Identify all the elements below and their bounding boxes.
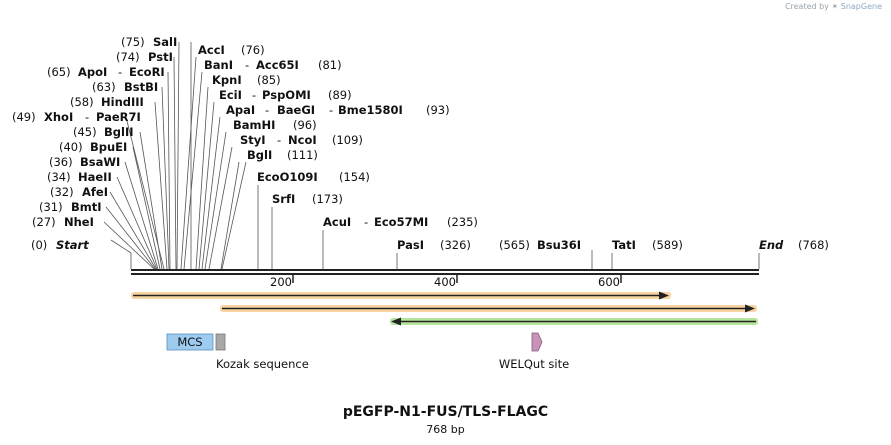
site-pos: (31) xyxy=(39,200,63,214)
site-bamhi[interactable]: BamHI xyxy=(233,118,275,132)
snapgene-logo-icon: ✶ xyxy=(831,2,839,11)
svg-text:-: - xyxy=(118,65,122,79)
site-bglii[interactable]: BglII xyxy=(104,125,134,139)
site-pos: (76) xyxy=(241,43,265,57)
start-pos: (0) xyxy=(31,238,47,252)
svg-text:-: - xyxy=(252,88,256,102)
site-pos: (49) xyxy=(12,110,36,124)
svg-text:-: - xyxy=(277,133,281,147)
sequence-backbone xyxy=(131,269,759,275)
site-acui[interactable]: AcuI xyxy=(323,215,351,229)
site-pos: (565) xyxy=(499,238,530,252)
credit-brand: SnapGene xyxy=(840,2,882,11)
site-bstbi[interactable]: BstBI xyxy=(124,80,158,94)
site-bme1580i[interactable]: Bme1580I xyxy=(338,103,403,117)
site-pos: (40) xyxy=(59,140,83,154)
end-pos: (768) xyxy=(798,238,829,252)
site-acci[interactable]: AccI xyxy=(198,43,225,57)
site-pos: (93) xyxy=(426,103,450,117)
feature-mcs-label: MCS xyxy=(177,335,202,349)
site-styi[interactable]: StyI xyxy=(240,133,266,147)
site-pos: (589) xyxy=(652,238,683,252)
site-pos: (326) xyxy=(440,238,471,252)
site-bsawi[interactable]: BsaWI xyxy=(80,155,120,169)
start-label: Start xyxy=(56,238,89,252)
site-ecii[interactable]: EciI xyxy=(219,88,242,102)
site-pspomi[interactable]: PspOMI xyxy=(262,88,311,102)
site-pos: (58) xyxy=(70,95,94,109)
site-pos: (45) xyxy=(73,125,97,139)
feature-welqut-label: WELQut site xyxy=(499,357,569,371)
site-pos: (74) xyxy=(116,50,140,64)
site-pos: (173) xyxy=(312,192,343,206)
credit-prefix: Created by xyxy=(784,2,829,11)
sequence-map: 200 400 600 (75) SalI (74) PstI (65) Apo… xyxy=(12,35,829,371)
site-ncoi[interactable]: NcoI xyxy=(288,133,317,147)
site-hindiii[interactable]: HindIII xyxy=(101,95,144,109)
site-afei[interactable]: AfeI xyxy=(82,185,108,199)
svg-text:-: - xyxy=(329,103,333,117)
svg-text:-: - xyxy=(364,215,368,229)
site-pos: (154) xyxy=(339,170,370,184)
site-pos: (235) xyxy=(447,215,478,229)
feature-mcs[interactable]: MCS xyxy=(166,333,214,351)
ruler-ticks xyxy=(292,275,622,283)
map-size: 768 bp xyxy=(426,423,465,436)
right-site-labels: AccI (76) BanI - Acc65I (81) KpnI (85) E… xyxy=(198,43,829,252)
snapgene-credit: Created by ✶ SnapGene xyxy=(785,2,882,11)
site-bpuei[interactable]: BpuEI xyxy=(90,140,127,154)
site-pos: (36) xyxy=(49,155,73,169)
site-baegi[interactable]: BaeGI xyxy=(277,103,315,117)
site-pos: (27) xyxy=(32,215,56,229)
tick-label-400: 400 xyxy=(434,275,456,289)
site-pos: (85) xyxy=(257,73,281,87)
site-haeii[interactable]: HaeII xyxy=(78,170,112,184)
site-pos: (32) xyxy=(50,185,74,199)
site-apoi[interactable]: ApoI xyxy=(78,65,107,79)
site-leader-lines xyxy=(103,41,760,270)
site-pos: (63) xyxy=(92,80,116,94)
feature-kozak[interactable]: Kozak sequence xyxy=(215,333,309,371)
site-kpni[interactable]: KpnI xyxy=(212,73,242,87)
site-tati[interactable]: TatI xyxy=(612,238,636,252)
end-label: End xyxy=(759,238,784,252)
orf-arrow-1[interactable] xyxy=(131,291,671,300)
site-pos: (65) xyxy=(47,65,71,79)
feature-kozak-label: Kozak sequence xyxy=(216,357,309,371)
site-pos: (111) xyxy=(287,148,318,162)
site-pos: (75) xyxy=(121,35,145,49)
site-pos: (81) xyxy=(318,58,342,72)
site-paer7i[interactable]: PaeR7I xyxy=(96,110,141,124)
site-ecori[interactable]: EcoRI xyxy=(129,65,165,79)
map-title: pEGFP-N1-FUS/TLS-FLAGC xyxy=(342,404,549,420)
tick-label-600: 600 xyxy=(598,275,620,289)
site-ecoo109i[interactable]: EcoO109I xyxy=(257,170,318,184)
orf-arrow-2[interactable] xyxy=(220,304,757,313)
site-srfi[interactable]: SrfI xyxy=(272,192,295,206)
svg-text:-: - xyxy=(245,58,249,72)
site-bani[interactable]: BanI xyxy=(204,58,233,72)
site-pos: (96) xyxy=(293,118,317,132)
site-pos: (109) xyxy=(332,133,363,147)
site-apai[interactable]: ApaI xyxy=(226,103,255,117)
orf-arrow-reverse[interactable] xyxy=(390,317,758,326)
site-xhoi[interactable]: XhoI xyxy=(44,110,73,124)
site-nhei[interactable]: NheI xyxy=(64,215,94,229)
site-acc65i[interactable]: Acc65I xyxy=(256,58,299,72)
site-bmti[interactable]: BmtI xyxy=(71,200,102,214)
site-psti[interactable]: PstI xyxy=(148,50,173,64)
site-bgli[interactable]: BglI xyxy=(247,148,272,162)
site-pasi[interactable]: PasI xyxy=(397,238,424,252)
site-pos: (89) xyxy=(328,88,352,102)
site-pos: (34) xyxy=(47,170,71,184)
site-bsu36i[interactable]: Bsu36I xyxy=(537,238,581,252)
svg-text:-: - xyxy=(265,103,269,117)
feature-welqut[interactable]: WELQut site xyxy=(499,332,569,371)
left-site-labels: (75) SalI (74) PstI (65) ApoI - EcoRI (6… xyxy=(12,35,177,252)
tick-label-200: 200 xyxy=(270,275,292,289)
site-sali[interactable]: SalI xyxy=(153,35,177,49)
site-eco57mi[interactable]: Eco57MI xyxy=(374,215,428,229)
svg-text:-: - xyxy=(85,110,89,124)
